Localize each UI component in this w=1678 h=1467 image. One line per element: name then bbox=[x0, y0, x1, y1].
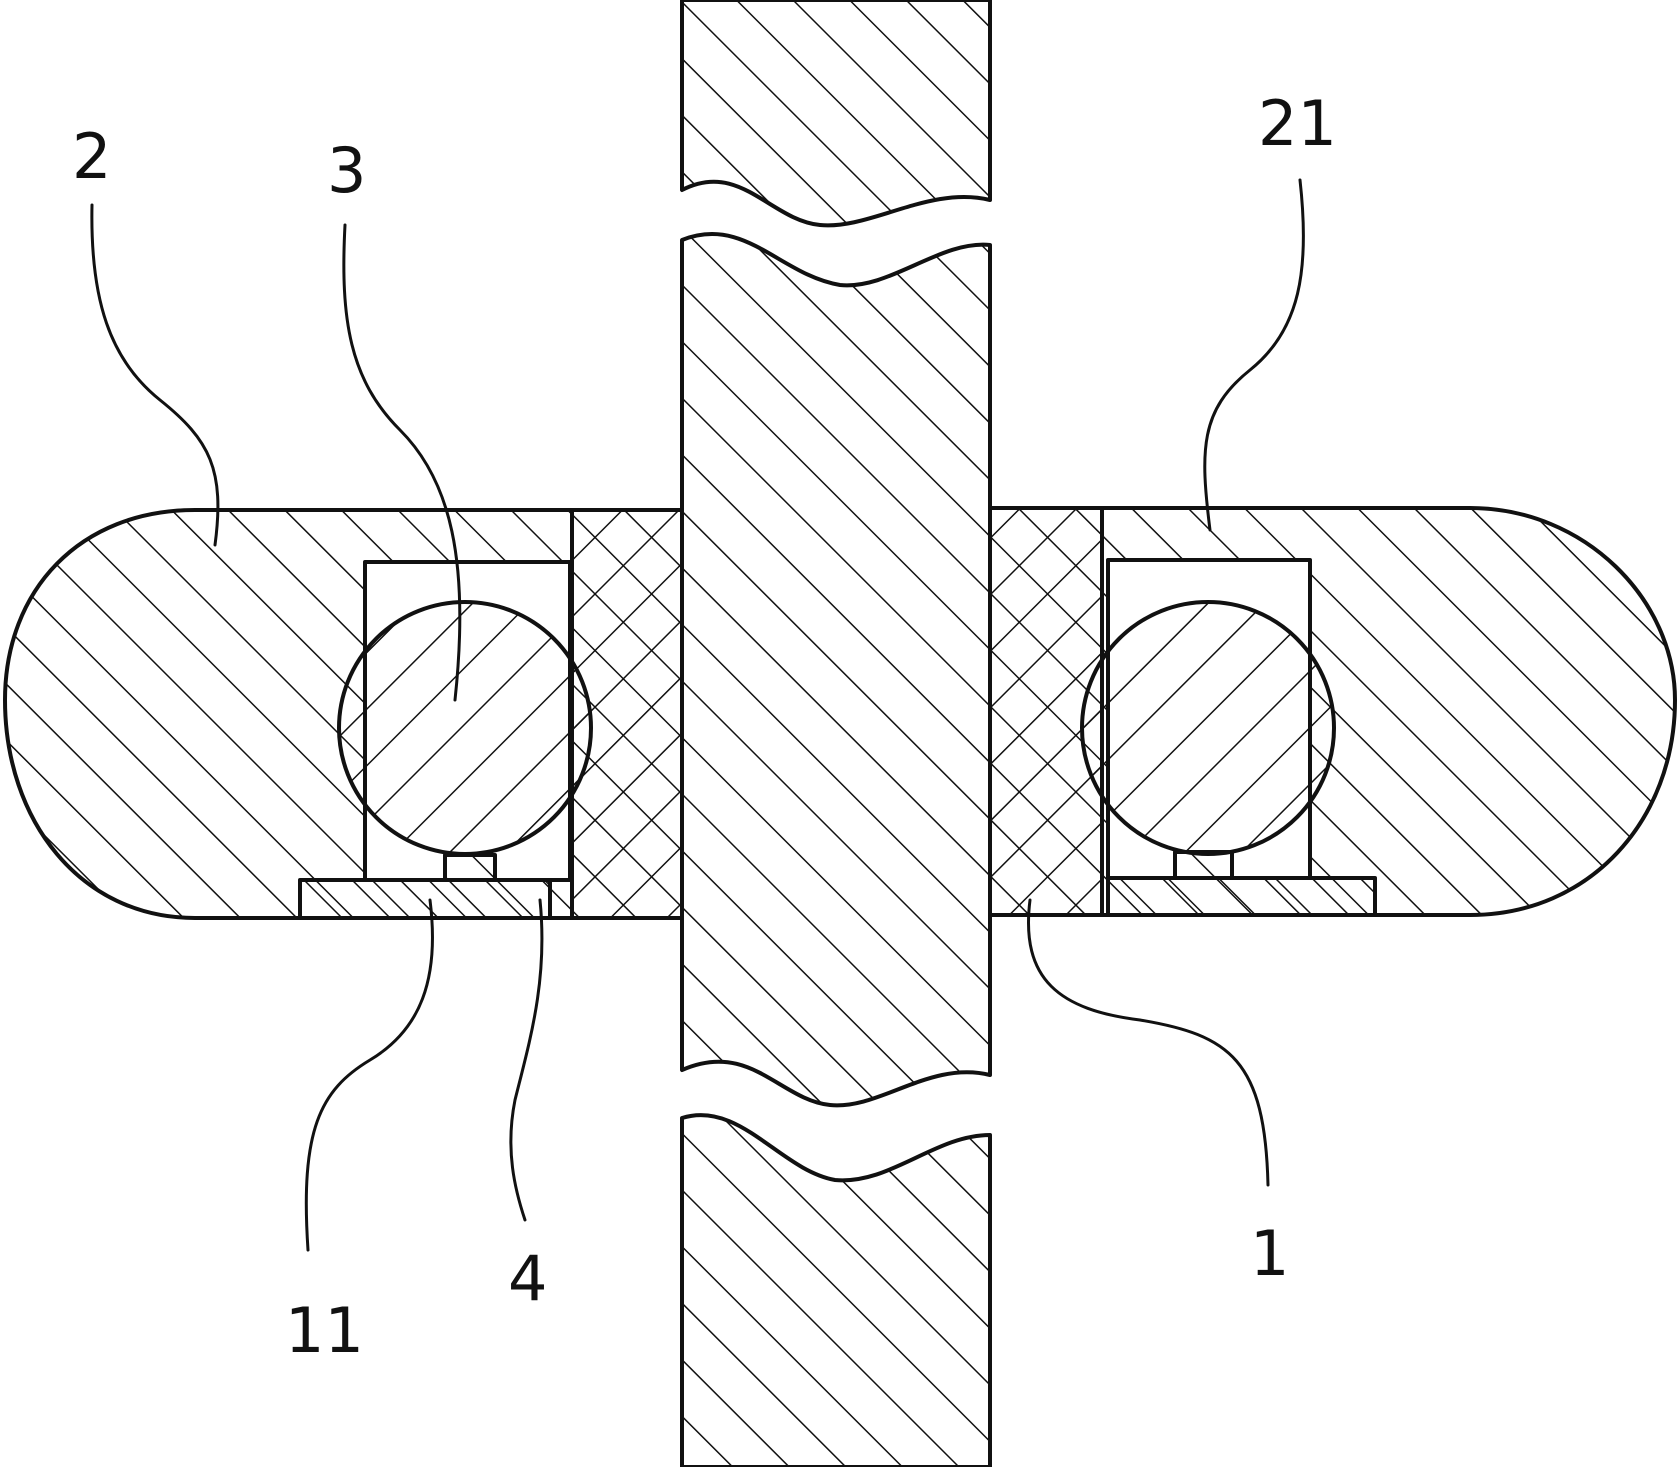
label-retainer: 4 bbox=[508, 1242, 547, 1315]
leader-inner-ring-flange bbox=[304, 898, 434, 1252]
reference-labels: 2 3 21 11 4 1 bbox=[72, 87, 1337, 1367]
leader-housing bbox=[90, 203, 220, 547]
label-ball: 3 bbox=[327, 134, 366, 207]
label-inner-ring-flange: 11 bbox=[285, 1294, 364, 1367]
leader-outer-ring-groove bbox=[1203, 178, 1305, 532]
central-shaft bbox=[680, 0, 992, 1467]
leader-ball bbox=[342, 223, 462, 702]
leader-retainer bbox=[509, 898, 544, 1222]
label-housing: 2 bbox=[72, 120, 111, 193]
label-inner-ring: 1 bbox=[1250, 1217, 1289, 1290]
leader-lines bbox=[90, 178, 1305, 1252]
bearing-balls bbox=[337, 600, 1336, 856]
leader-inner-ring bbox=[1027, 898, 1270, 1187]
retainer-flange bbox=[298, 850, 1377, 920]
label-outer-ring-groove: 21 bbox=[1258, 87, 1337, 160]
